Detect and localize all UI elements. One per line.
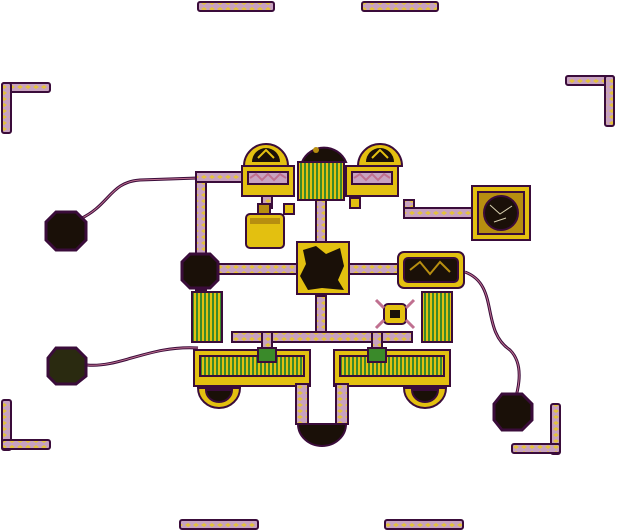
- dome-turret-icon: [358, 144, 402, 166]
- engine-core-icon: [297, 242, 349, 294]
- portal-box-icon: [472, 186, 530, 240]
- lower-hull: [194, 348, 450, 424]
- top-bar-left: [198, 2, 274, 11]
- bottom-bar-left: [180, 520, 258, 529]
- corner-bracket-icon: [2, 83, 50, 133]
- tank-capsule-icon: [398, 252, 464, 288]
- dome-turret-icon: [302, 147, 346, 162]
- crab-drone-icon: [376, 300, 414, 328]
- vent-pod-icon: [198, 388, 446, 446]
- top-bar-right: [362, 2, 438, 11]
- dome-turret-icon: [244, 144, 288, 166]
- canister-icon: [246, 204, 284, 248]
- bottom-bar-right: [385, 520, 463, 529]
- corner-bracket-icon: [566, 76, 614, 126]
- corner-bracket-icon: [2, 400, 50, 450]
- round-node-icon: [46, 212, 532, 430]
